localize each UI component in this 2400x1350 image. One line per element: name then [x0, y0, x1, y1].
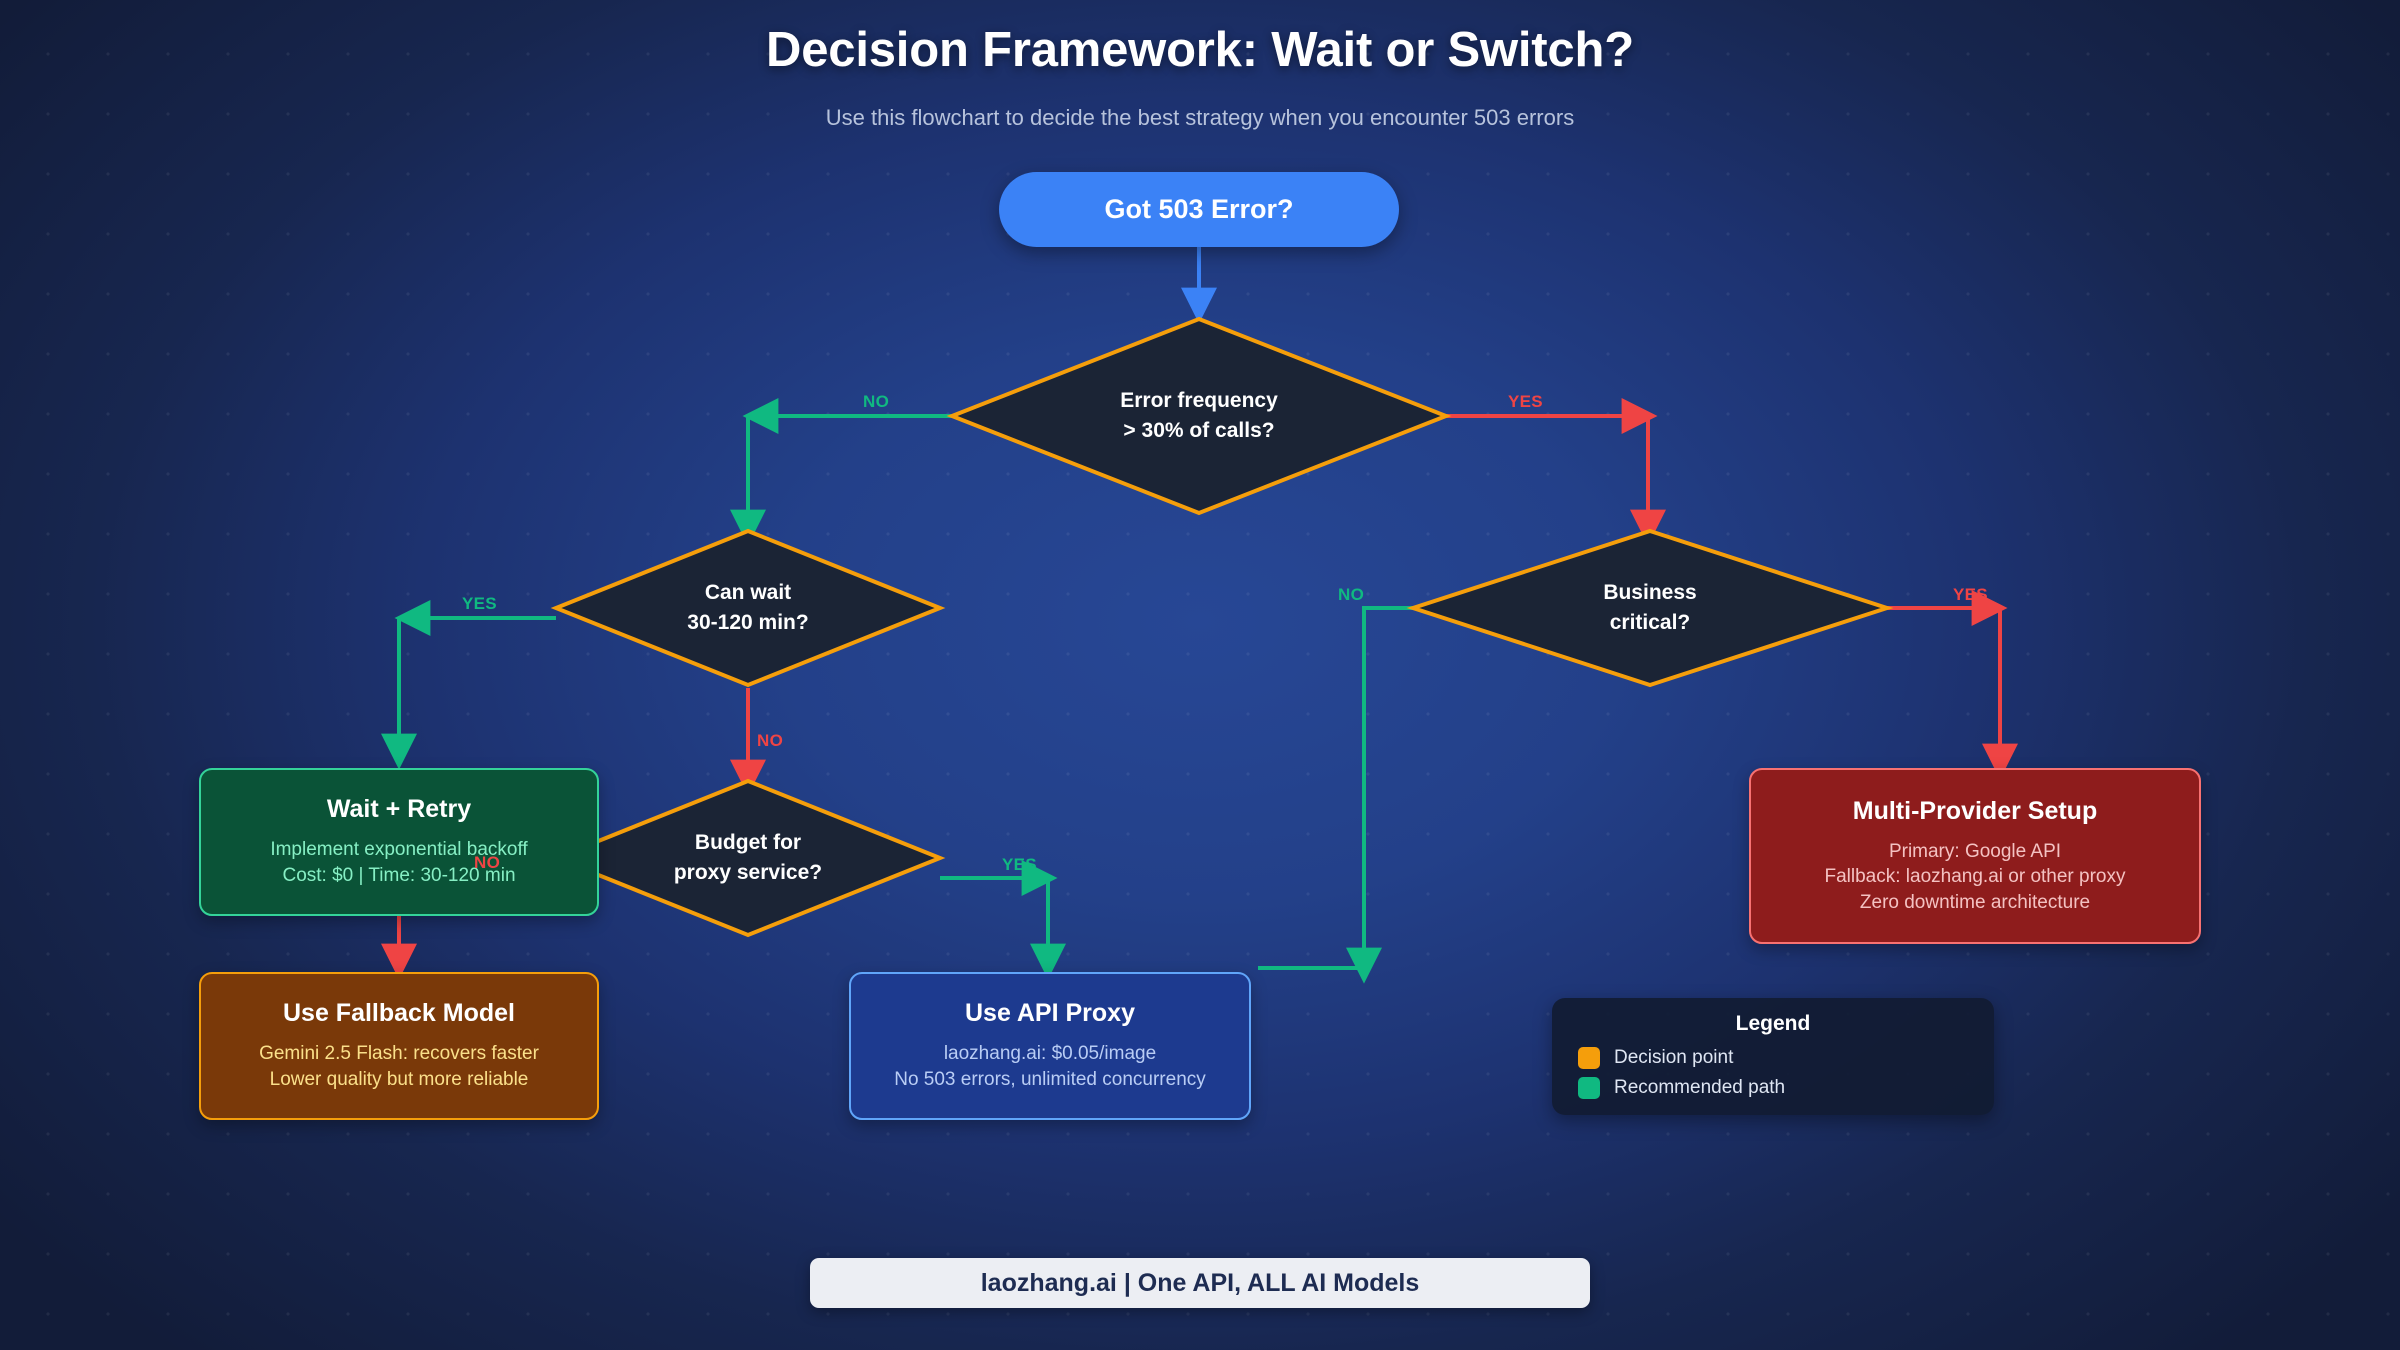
- node-decision-error-frequency[interactable]: Error frequency > 30% of calls?: [946, 316, 1452, 516]
- node-multi-provider-setup-line2: Fallback: laozhang.ai or other proxy: [1824, 866, 2126, 888]
- legend-item-recommended-path: Recommended path: [1578, 1077, 1968, 1099]
- diamond-shape-business-critical: [1406, 528, 1894, 688]
- node-decision-budget[interactable]: Budget for proxy service?: [550, 778, 946, 938]
- diamond-shape-can-wait: [550, 528, 946, 688]
- node-decision-can-wait[interactable]: Can wait 30-120 min?: [550, 528, 946, 688]
- node-start-title: Got 503 Error?: [1104, 194, 1294, 224]
- page-title: Decision Framework: Wait or Switch?: [766, 23, 1634, 77]
- edge-frequency-no: [730, 398, 953, 546]
- legend-label-decision-point: Decision point: [1614, 1047, 1734, 1068]
- node-wait-retry-line2: Cost: $0 | Time: 30-120 min: [282, 865, 516, 886]
- edge-label-frequency-no: NO: [863, 392, 890, 411]
- node-decision-business-critical[interactable]: Business critical?: [1406, 528, 1894, 688]
- node-wait-retry[interactable]: Wait + Retry Implement exponential backo…: [199, 768, 599, 916]
- edge-label-business-yes: YES: [1953, 585, 1988, 604]
- node-use-api-proxy-line1: laozhang.ai: $0.05/image: [943, 1043, 1157, 1065]
- page-subtitle: Use this flowchart to decide the best st…: [825, 105, 1575, 130]
- node-use-api-proxy-line2: No 503 errors, unlimited concurrency: [894, 1069, 1206, 1090]
- diamond-shape-budget: [550, 778, 946, 938]
- node-use-fallback-model-title: Use Fallback Model: [282, 999, 516, 1028]
- edge-budget-yes: [940, 860, 1066, 980]
- edge-label-canwait-yes: YES: [462, 594, 497, 613]
- node-wait-retry-title: Wait + Retry: [326, 795, 472, 824]
- legend-item-decision-point: Decision point: [1578, 1047, 1968, 1069]
- edge-label-budget-no: NO: [474, 853, 501, 872]
- node-multi-provider-setup[interactable]: Multi-Provider Setup Primary: Google API…: [1749, 768, 2201, 944]
- node-multi-provider-setup-title: Multi-Provider Setup: [1852, 796, 2098, 825]
- legend-swatch-recommended-path: [1578, 1077, 1600, 1099]
- edge-label-canwait-no: NO: [757, 731, 784, 750]
- edge-label-budget-yes: YES: [1002, 855, 1037, 874]
- node-wait-retry-line1: Implement exponential backoff: [270, 839, 528, 861]
- node-use-fallback-model[interactable]: Use Fallback Model Gemini 2.5 Flash: rec…: [199, 972, 599, 1120]
- node-use-api-proxy-title: Use API Proxy: [965, 999, 1135, 1028]
- diamond-shape-error-frequency: [946, 316, 1452, 516]
- node-start[interactable]: Got 503 Error?: [999, 172, 1399, 247]
- node-use-fallback-model-line2: Lower quality but more reliable: [269, 1069, 529, 1090]
- edge-business-no: [1258, 606, 1413, 984]
- node-multi-provider-setup-line1: Primary: Google API: [1888, 840, 2062, 862]
- edge-canwait-yes: [381, 600, 556, 770]
- legend-label-recommended-path: Recommended path: [1614, 1077, 1786, 1098]
- edge-business-yes: [1886, 590, 2018, 780]
- footer-brand-text: laozhang.ai | One API, ALL AI Models: [980, 1268, 1420, 1297]
- node-use-api-proxy[interactable]: Use API Proxy laozhang.ai: $0.05/image N…: [849, 972, 1251, 1120]
- legend-panel: Legend Decision point Recommended path: [1552, 998, 1994, 1115]
- legend-title: Legend: [1735, 1012, 1811, 1035]
- node-use-fallback-model-line1: Gemini 2.5 Flash: recovers faster: [259, 1043, 539, 1065]
- node-multi-provider-setup-line3: Zero downtime architecture: [1859, 891, 2091, 913]
- edge-frequency-yes: [1444, 398, 1666, 546]
- footer-brand-bar[interactable]: laozhang.ai | One API, ALL AI Models: [810, 1258, 1590, 1308]
- edge-label-frequency-yes: YES: [1508, 392, 1543, 411]
- edge-label-business-no: NO: [1338, 585, 1365, 604]
- legend-swatch-decision-point: [1578, 1047, 1600, 1069]
